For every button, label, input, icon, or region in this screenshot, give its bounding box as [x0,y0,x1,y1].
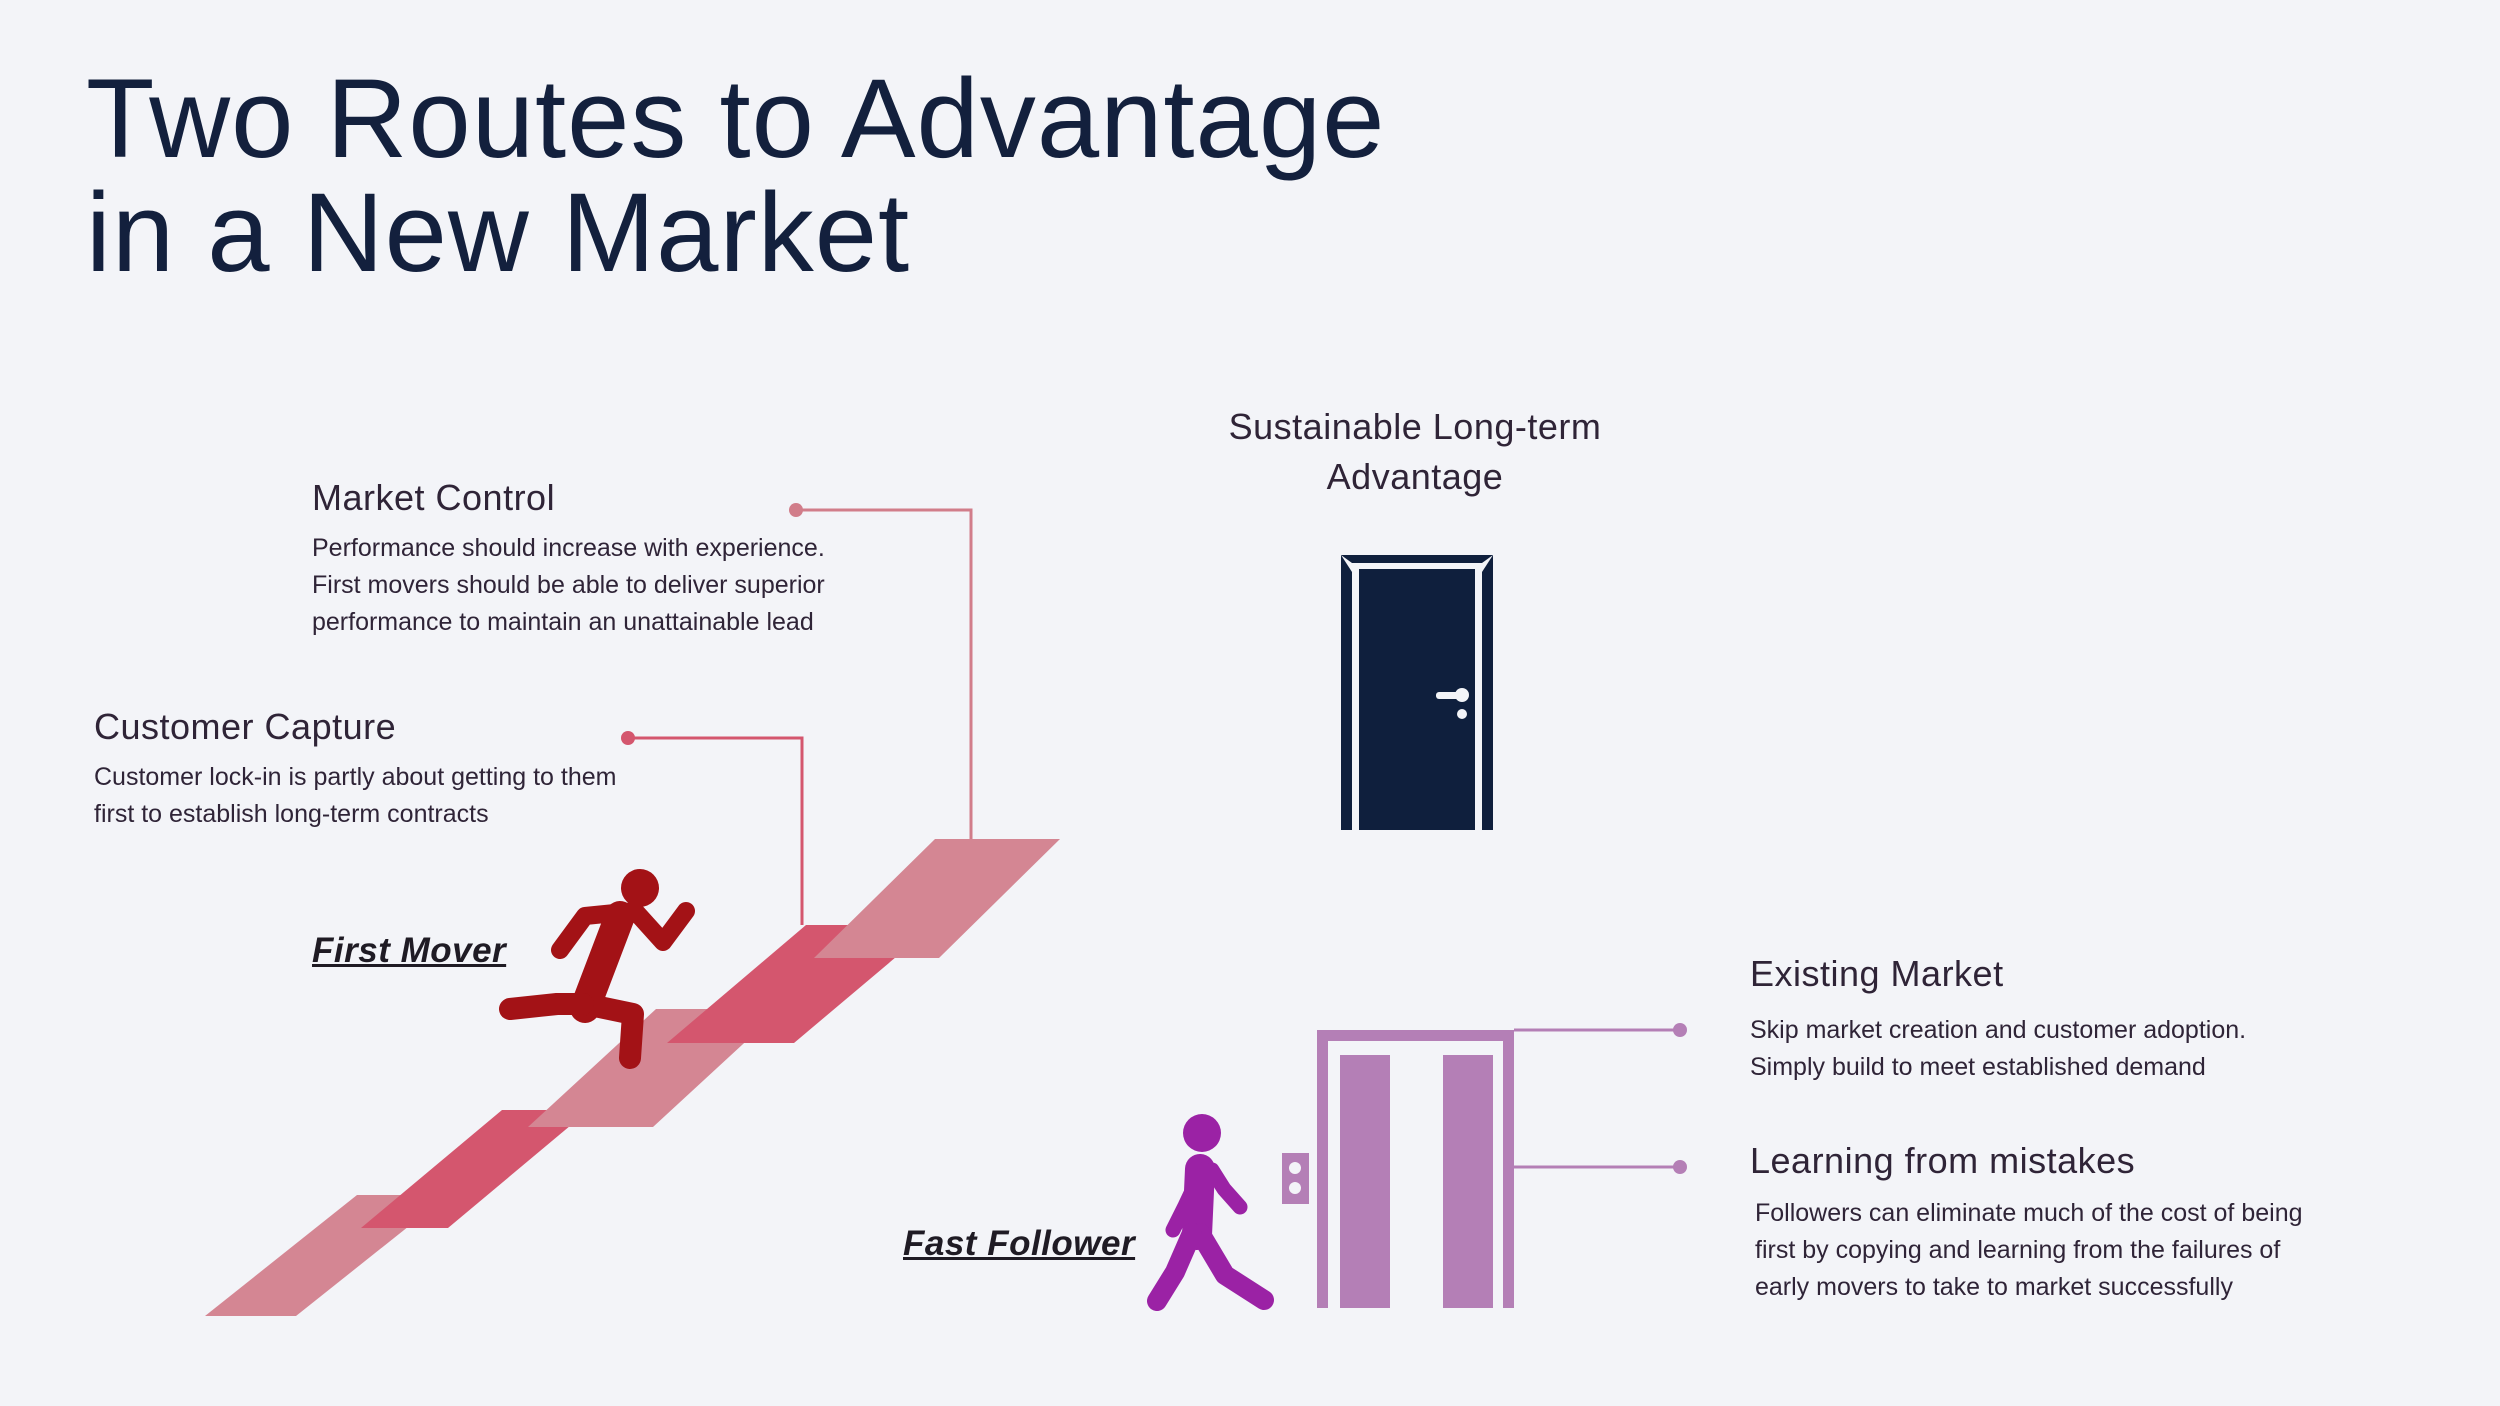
running-person-torso [570,901,635,1023]
customer-capture-connector-dot [621,731,635,745]
customer-capture-connector [628,736,804,925]
elevator-call-panel [1282,1153,1309,1204]
elevator-call-button-up [1289,1162,1301,1174]
market-control-title: Market Control [312,477,556,518]
page-title: Two Routes to Advantage in a New Market [86,62,1586,290]
fast-follower-connectors [1514,1023,1687,1174]
market-control-block: Market Control Performance should increa… [312,476,922,641]
walking-person-back-leg [1147,1223,1202,1311]
walking-person-front-arm [1204,1162,1248,1215]
door-handle-knob [1455,688,1469,702]
elevator-top-frame [1317,1030,1514,1041]
door-icon [1341,555,1493,830]
door-keyhole [1457,709,1467,719]
running-person-front-leg [574,993,644,1069]
market-control-connector [796,508,973,839]
elevator-right-door [1443,1055,1493,1308]
elevator-left-frame [1317,1030,1328,1308]
customer-capture-title: Customer Capture [94,706,397,747]
customer-capture-block: Customer Capture Customer lock-in is par… [94,705,734,833]
existing-market-description: Skip market creation and customer adopti… [1750,1016,2247,1081]
fast-follower-label: Fast Follower [903,1224,1136,1263]
first-mover-label: First Mover [312,931,507,970]
elevator-left-door [1340,1055,1390,1308]
running-person-head [621,869,659,907]
customer-capture-description: Customer lock-in is partly about getting… [94,763,617,828]
elevator-icon [1282,1030,1514,1308]
running-person-icon [499,869,695,1069]
learning-title: Learning from mistakes [1750,1140,2136,1181]
page-title-line-2: in a New Market [86,170,911,295]
stair-step-2 [361,1110,589,1228]
door-left-frame [1341,555,1352,830]
walking-person-icon [1147,1114,1274,1311]
goal-label: Sustainable Long-term Advantage [1228,406,1602,497]
learning-connector-dot [1673,1160,1687,1174]
door-top-frame [1341,555,1493,563]
learning-block: Learning from mistakes Followers can eli… [1750,1139,2400,1306]
existing-market-block: Existing Market Skip market creation and… [1750,952,2350,1086]
market-control-connector-dot [789,503,803,517]
page-title-line-1: Two Routes to Advantage [86,56,1386,181]
first-mover-stairs [205,839,1060,1316]
elevator-call-button-down [1289,1182,1301,1194]
door-panel [1359,569,1475,830]
walking-person-head [1183,1114,1221,1152]
door-right-frame [1482,555,1493,830]
running-person-back-leg [499,993,594,1020]
walking-person-front-leg [1190,1223,1274,1310]
walking-person-back-arm [1165,1162,1210,1238]
market-control-description: Performance should increase with experie… [312,534,825,636]
first-mover-connectors [621,503,973,925]
stair-step-5 [814,839,1060,958]
learning-description: Followers can eliminate much of the cost… [1755,1199,2303,1301]
elevator-right-frame [1503,1030,1514,1308]
running-person-arms [551,902,695,959]
existing-market-connector-dot [1673,1023,1687,1037]
existing-market-title: Existing Market [1750,953,2004,994]
